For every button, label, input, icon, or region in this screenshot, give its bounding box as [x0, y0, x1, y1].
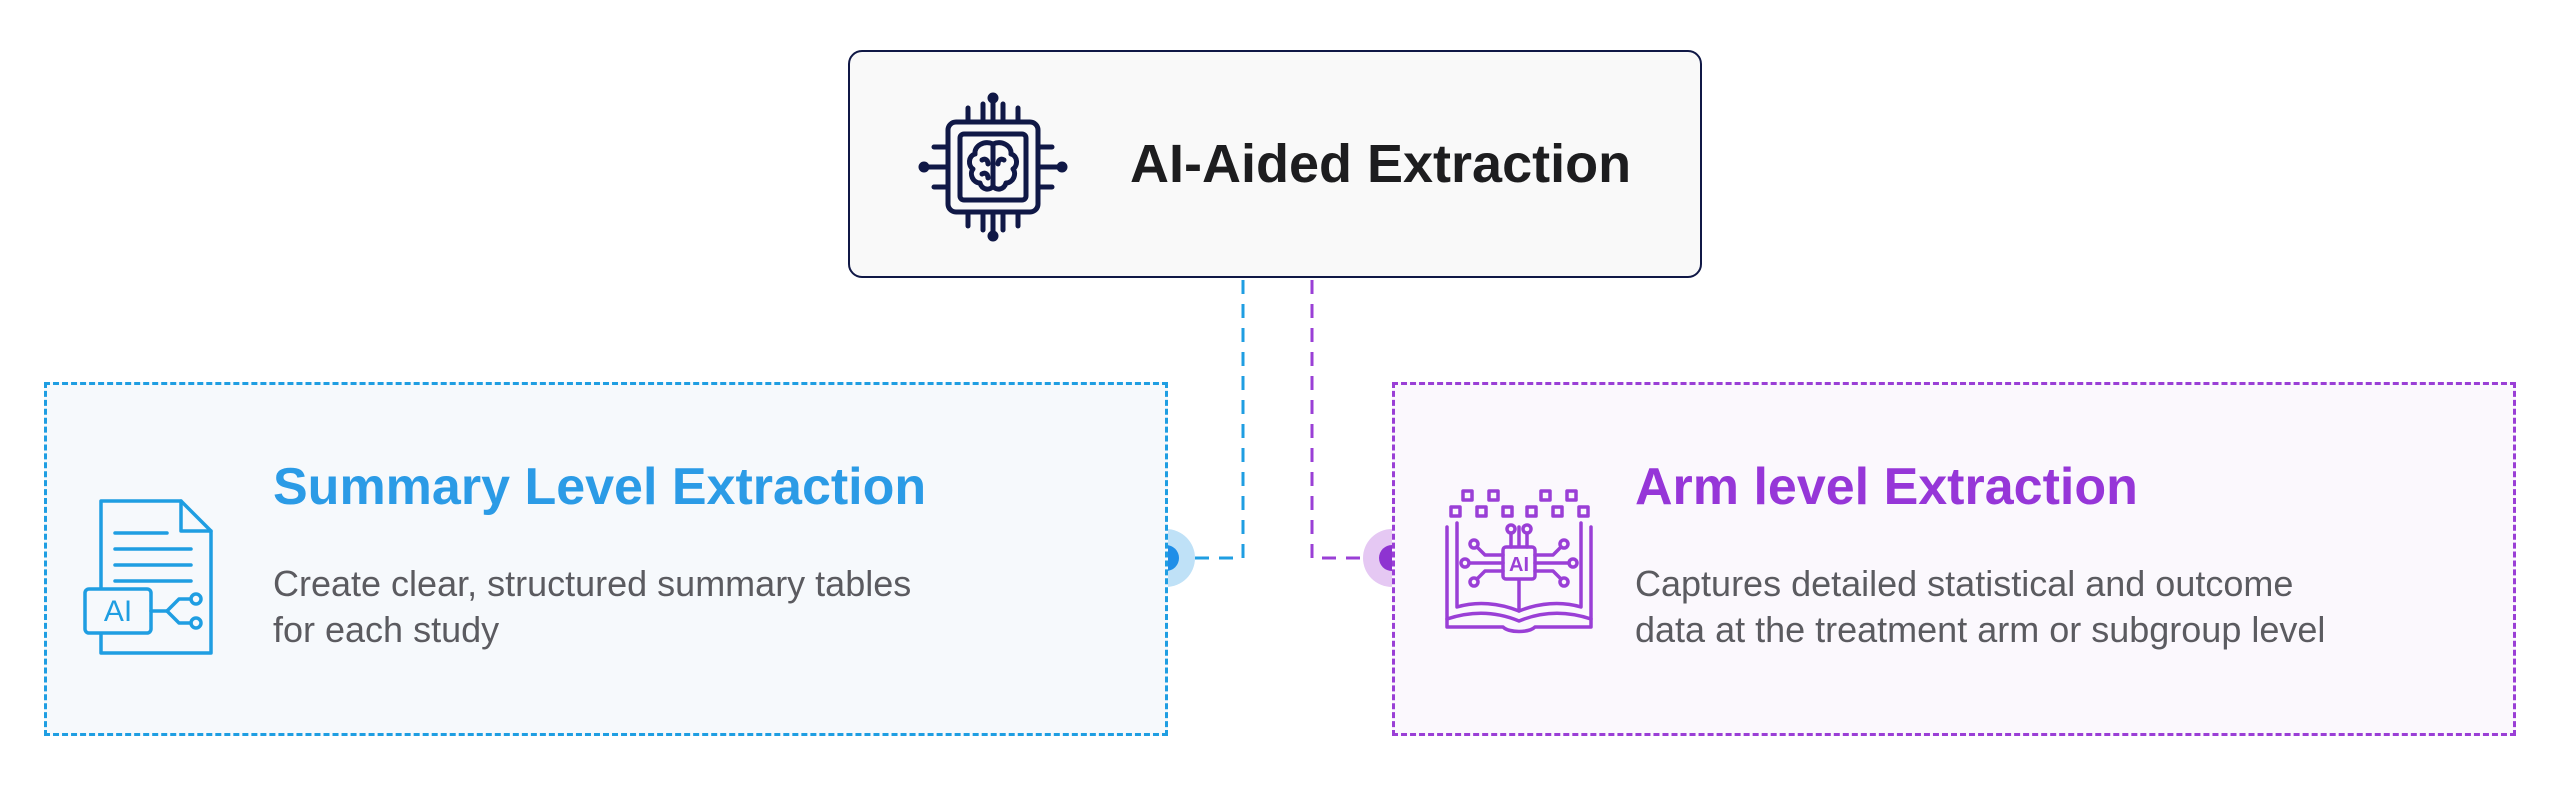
summary-card-description: Create clear, structured summary tables … [273, 561, 1093, 653]
arm-desc-line: Captures detailed statistical and outcom… [1635, 563, 2294, 604]
connector-summary [1166, 280, 1245, 560]
svg-text:AI: AI [104, 595, 132, 628]
summary-desc-line: Create clear, structured summary tables [273, 563, 912, 604]
ai-book-circuit-icon: AI [1445, 489, 1593, 634]
summary-card-title: Summary Level Extraction [273, 458, 927, 516]
arm-card-title: Arm level Extraction [1635, 458, 2138, 516]
connector-arm [1310, 280, 1392, 560]
ai-chip-brain-icon [918, 92, 1068, 242]
root-node: AI-Aided Extraction [848, 50, 1702, 278]
arm-card-description: Captures detailed statistical and outcom… [1635, 561, 2455, 653]
root-title: AI-Aided Extraction [1130, 134, 1632, 194]
summary-level-card: AI Summary Level Extraction Create clear… [44, 382, 1168, 736]
summary-desc-line: for each study [273, 609, 500, 650]
svg-text:AI: AI [1509, 554, 1529, 576]
ai-document-icon: AI [83, 499, 213, 655]
arm-desc-line: data at the treatment arm or subgroup le… [1635, 609, 2326, 650]
arm-level-card: AI Arm level Extraction Captures detaile… [1392, 382, 2516, 736]
